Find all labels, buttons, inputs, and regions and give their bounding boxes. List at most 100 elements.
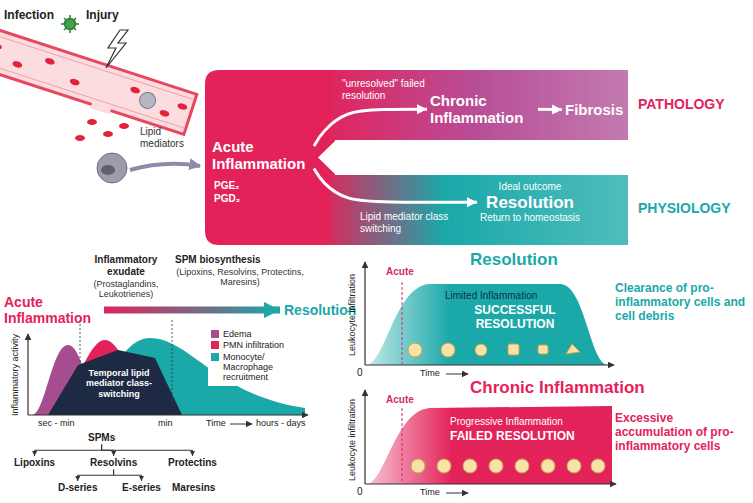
graphic-part [103, 131, 113, 137]
graphic-part [12, 60, 23, 69]
annotation: Lipid mediators [140, 126, 202, 149]
node-text: SPMs [88, 432, 115, 444]
x-axis [365, 364, 614, 365]
x-axis [365, 483, 616, 484]
annotation: (Lipoxins, Resolvins, Protectins, Maresi… [170, 267, 310, 288]
connector [78, 470, 114, 482]
annotation: Excessive accumulation of pro-inflammato… [615, 412, 747, 453]
connector [104, 307, 280, 314]
stage-label: Ideal outcomeResolutionReturn to homeost… [480, 181, 580, 224]
mediator-class: Lipoxins [14, 457, 55, 469]
graphic-part [44, 57, 55, 66]
graphic-part [119, 123, 129, 129]
annotation: Time [420, 487, 440, 497]
graphic-part [64, 18, 76, 30]
node-text: Lipoxins [14, 457, 55, 469]
stage-label: Chronic Inflammation [430, 92, 535, 127]
axis-label: Inflammatory activity [10, 334, 20, 416]
annotation: Progressive Inflammation [450, 416, 563, 428]
chronic-area [366, 406, 612, 484]
graphic-part [475, 344, 487, 356]
time-arrow [446, 493, 468, 494]
annotation: sec - min [38, 418, 75, 428]
legend-text: PMN infiltration [223, 340, 284, 350]
x-axis [28, 414, 308, 415]
legend: EdemaPMN infiltrationMonocyte/ Macrophag… [208, 326, 302, 386]
annotation: Injury [86, 9, 119, 23]
legend-row: PMN infiltration [211, 340, 299, 350]
graphic-part [0, 42, 3, 51]
phase-label: Resolution [284, 302, 356, 318]
y-axis [364, 390, 365, 484]
phase-divider [80, 320, 81, 415]
mediator-class: Maresins [172, 482, 215, 494]
annotation: Resolution [470, 250, 558, 270]
annotation: FAILED RESOLUTION [450, 430, 575, 444]
connector [314, 169, 477, 203]
legend-text: Monocyte/ Macrophage recruitment [223, 352, 299, 383]
acute-marker [402, 408, 403, 483]
y-axis [364, 262, 365, 365]
time-arrow [230, 424, 252, 425]
annotation: SPM biosynthesis [175, 254, 261, 266]
mediator-class: Resolvins [90, 457, 137, 469]
annotation: Temporal lipid mediator class-switching [85, 368, 153, 399]
graphic-part [159, 109, 170, 118]
legend-swatch [211, 353, 219, 361]
annotation: PHYSIOLOGY [638, 200, 731, 216]
edge-label: "unresolved" failed resolution [342, 78, 428, 101]
annotation: PATHOLOGY [638, 96, 725, 112]
spilled-blood-cells [75, 119, 129, 141]
annotation: SUCCESSFUL RESOLUTION [445, 304, 585, 332]
mediator-class: Protectins [168, 457, 217, 469]
edge-label: Lipid mediator class switching [360, 211, 480, 234]
axis-label: Leukocyte infiltration [347, 399, 357, 481]
annotation: Clearance of pro-inflammatory cells and … [615, 282, 747, 323]
band-physiology [330, 175, 628, 245]
graphic-part [489, 459, 503, 473]
node-text: Resolution [284, 302, 356, 318]
band-notch [318, 140, 336, 175]
node-text: Ideal outcome [480, 181, 580, 193]
annotation: 0 [357, 486, 363, 498]
class-switch-overlap [48, 350, 182, 415]
macrophage [97, 153, 127, 183]
node-text: Maresins [172, 482, 215, 494]
graphic-part [411, 459, 425, 473]
node-text: D-series [58, 482, 97, 494]
connector [114, 470, 142, 482]
graphic-part [87, 119, 97, 125]
cells [408, 343, 580, 357]
node-text: Return to homeostasis [480, 212, 580, 224]
node-text: Protectins [168, 457, 217, 469]
legend-swatch [211, 341, 219, 349]
axis-label: Leukocyte infiltration [347, 274, 357, 356]
vessel-wall [0, 22, 197, 135]
injury-bolt [106, 30, 128, 68]
mediator-class: E-series [122, 482, 161, 494]
annotation: PGD₂ [214, 193, 240, 205]
graphic-part [177, 102, 188, 111]
annotation: 0 [357, 367, 363, 379]
y-axis [27, 334, 28, 415]
graphic-part [64, 18, 76, 30]
annotation: PGE₂ [214, 180, 240, 192]
virus [61, 15, 79, 33]
vessel-inner-wall [0, 27, 194, 99]
graphic-part [508, 344, 519, 355]
vessel-break [90, 101, 111, 115]
leukocyte [137, 90, 157, 110]
band-left [205, 70, 335, 245]
connector [538, 108, 562, 111]
graphic-part [75, 135, 85, 141]
mediator-arrow [130, 164, 200, 170]
mediator-class: D-series [58, 482, 97, 494]
node-text: Chronic Inflammation [430, 92, 535, 127]
connector [314, 109, 427, 146]
time-arrow [446, 374, 468, 375]
graphic-part [463, 459, 477, 473]
annotation: Acute [386, 266, 414, 278]
graphic-part [567, 459, 581, 473]
annotation: Limited Inflammation [445, 290, 537, 302]
